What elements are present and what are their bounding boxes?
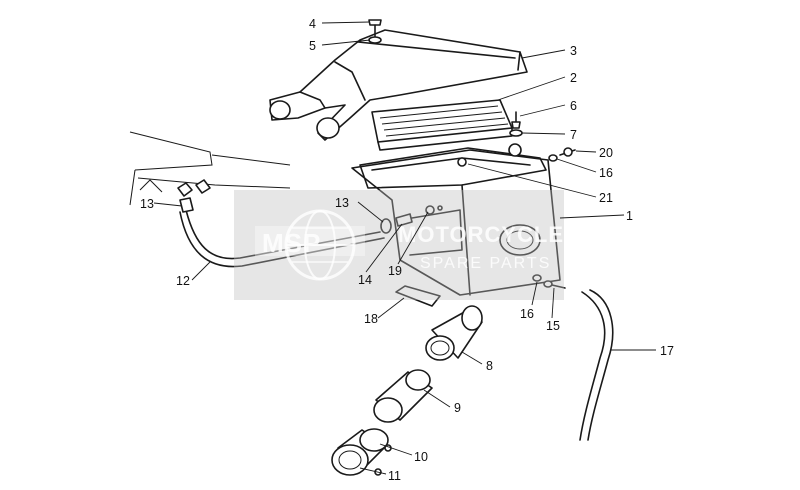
- watermark-logo: MSP: [262, 228, 321, 258]
- air-filter: [371, 99, 513, 151]
- hose-clamps: [331, 428, 392, 476]
- filter-screw: [509, 111, 523, 137]
- box-screw-upper: [548, 147, 576, 162]
- watermark-subtitle: SPARE PARTS: [420, 255, 551, 272]
- label-18: 18: [364, 312, 378, 326]
- label-6: 6: [570, 99, 577, 113]
- label-2: 2: [570, 71, 577, 85]
- label-16-lower: 16: [520, 307, 534, 321]
- part-labels: 1 2 3 4 5 6 7 8 9 10 11 12 13 13 14 15 1…: [140, 17, 674, 483]
- label-21: 21: [599, 191, 613, 205]
- label-15: 15: [546, 319, 560, 333]
- intake-manifold: [425, 305, 483, 361]
- air-box: [351, 143, 561, 296]
- label-3: 3: [570, 44, 577, 58]
- label-14: 14: [358, 273, 372, 287]
- label-16-upper: 16: [599, 166, 613, 180]
- label-5: 5: [309, 39, 316, 53]
- label-13-center: 13: [335, 196, 349, 210]
- drain-hose: [579, 289, 614, 441]
- label-17: 17: [660, 344, 674, 358]
- label-4: 4: [309, 17, 316, 31]
- clamp-strip: [395, 285, 441, 307]
- intake-duct: [269, 29, 528, 141]
- label-7: 7: [570, 128, 577, 142]
- box-screw-lower: [532, 274, 566, 289]
- watermark-title: MOTORCYCLE: [398, 222, 564, 247]
- rubber-sleeve: [373, 369, 433, 423]
- label-8: 8: [486, 359, 493, 373]
- label-1: 1: [626, 209, 633, 223]
- label-12: 12: [176, 274, 190, 288]
- breather-hose: [179, 197, 385, 268]
- label-10: 10: [414, 450, 428, 464]
- label-11: 11: [388, 469, 401, 483]
- watermark: MSP MOTORCYCLE SPARE PARTS: [234, 190, 564, 300]
- label-19: 19: [388, 264, 402, 278]
- label-13-left: 13: [140, 197, 154, 211]
- frame-fragment: [129, 131, 291, 206]
- breather-fitting: [380, 205, 443, 234]
- label-9: 9: [454, 401, 461, 415]
- leader-lines: [153, 21, 656, 475]
- label-20: 20: [599, 146, 613, 160]
